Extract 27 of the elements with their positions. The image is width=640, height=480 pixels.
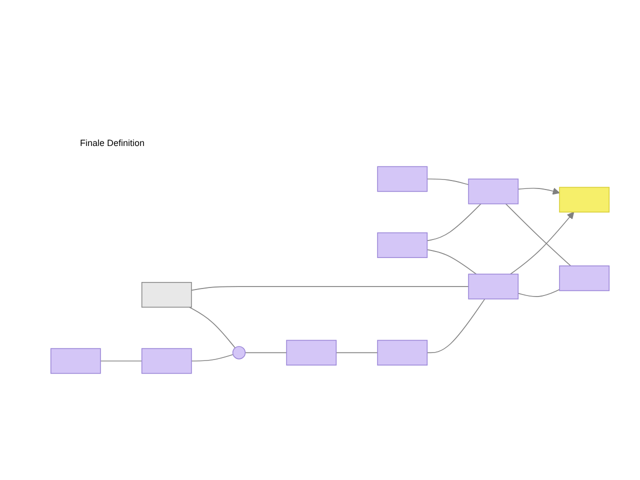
connector <box>426 298 486 354</box>
arrow <box>518 188 560 195</box>
connector <box>518 289 560 297</box>
node-circle <box>232 346 246 360</box>
node-box <box>141 282 192 308</box>
connector <box>191 286 469 291</box>
node-box <box>377 340 428 366</box>
connector <box>188 306 236 348</box>
connector <box>426 178 469 186</box>
connector <box>505 203 572 266</box>
connector <box>426 249 477 275</box>
node-box <box>50 348 101 374</box>
node-box <box>468 178 519 204</box>
node-box <box>141 348 192 374</box>
node-box <box>559 186 610 213</box>
node-box <box>468 274 519 300</box>
diagram-title: Finale Definition <box>80 138 145 148</box>
node-box <box>286 340 337 366</box>
node-box <box>559 265 610 292</box>
connector <box>426 203 482 242</box>
connector <box>191 354 234 362</box>
connector <box>336 352 378 354</box>
connector <box>100 360 142 362</box>
node-box <box>377 232 428 258</box>
arrow <box>510 212 574 275</box>
connector <box>244 352 287 354</box>
node-box <box>377 166 428 192</box>
